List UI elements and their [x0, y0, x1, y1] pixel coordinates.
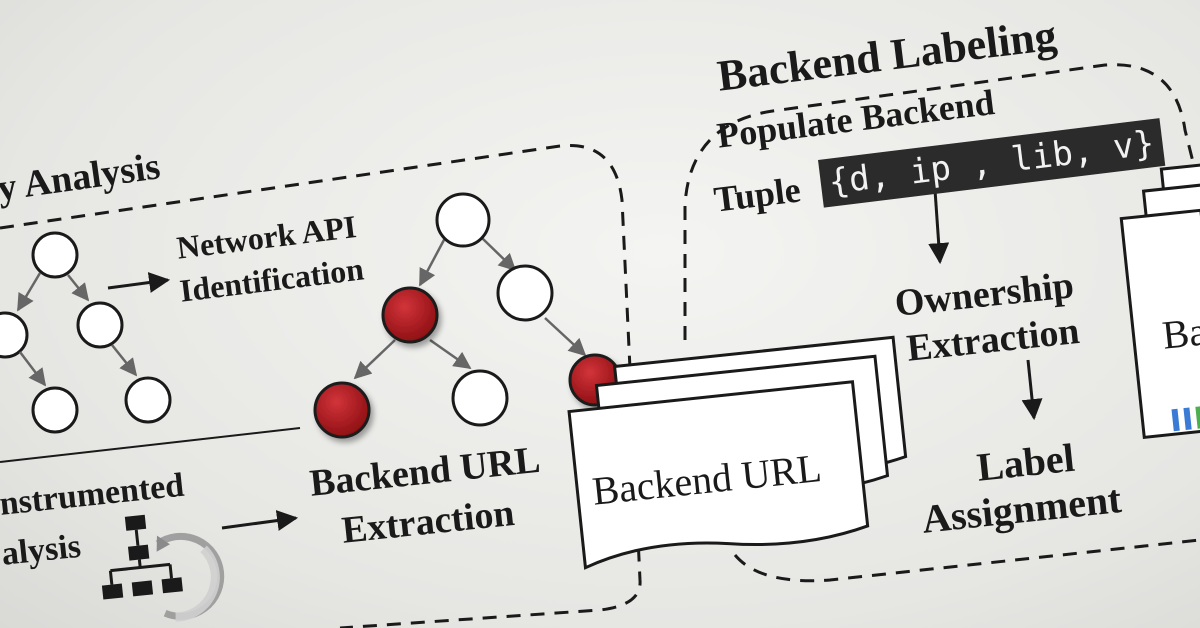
tree-node-highlighted	[313, 381, 371, 439]
tree-node-highlighted	[381, 286, 439, 344]
backend-url-document	[567, 380, 870, 570]
tree-node	[76, 301, 124, 349]
arrow-to-backend-url-extraction	[221, 510, 299, 531]
tree-node	[31, 386, 79, 434]
call-graph-left-edges	[16, 272, 138, 387]
partial-right-document-label: Ba	[1160, 308, 1200, 358]
separator-line	[0, 427, 301, 463]
partial-right-document	[1119, 161, 1200, 440]
call-graph-middle-edges	[353, 237, 587, 380]
call-graph-left	[0, 231, 172, 434]
tuple-label: Tuple	[711, 169, 803, 220]
backend-labeling-region-bottom	[733, 538, 1200, 583]
tree-node	[496, 264, 554, 322]
label-label: Label	[974, 434, 1077, 490]
backend-url-document-stack	[567, 335, 908, 570]
tree-node	[31, 231, 79, 279]
binary-analysis-region	[0, 143, 642, 628]
arrow-tuple-to-ownership	[928, 189, 950, 265]
tree-node	[124, 376, 172, 424]
analysis-label: alysis	[0, 527, 83, 573]
tree-node	[0, 311, 29, 359]
arrow-ownership-to-label	[1021, 359, 1043, 421]
arrow-to-network-api	[107, 272, 171, 293]
tree-node	[451, 369, 509, 427]
flowchart-refresh-icon	[101, 514, 225, 622]
backend-labeling-region	[683, 63, 1200, 340]
tree-node	[435, 192, 491, 248]
call-graph-middle	[313, 192, 622, 439]
